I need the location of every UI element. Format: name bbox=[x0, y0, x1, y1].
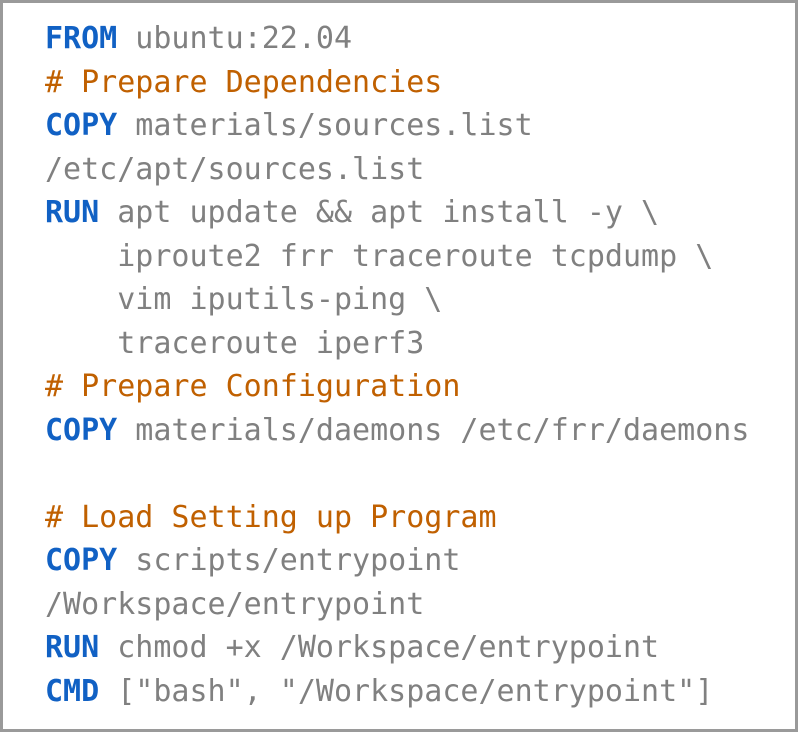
code-line-13: COPY scripts/entrypoint bbox=[45, 539, 795, 583]
dockerfile-keyword: RUN bbox=[45, 630, 100, 665]
code-comment-text: # Load Setting up Program bbox=[45, 499, 497, 535]
code-comment-text: # Prepare Dependencies bbox=[45, 64, 443, 100]
code-argument-text: chmod +x /Workspace/entrypoint bbox=[99, 630, 660, 665]
code-line-6: iproute2 frr traceroute tcpdump \ bbox=[45, 235, 795, 279]
code-line-14: /Workspace/entrypoint bbox=[45, 583, 795, 627]
dockerfile-keyword: RUN bbox=[45, 195, 100, 230]
code-argument-text: materials/daemons /etc/frr/daemons bbox=[117, 412, 750, 448]
code-line-7: vim iputils-ping \ bbox=[45, 278, 795, 322]
code-comment-text: # Prepare Configuration bbox=[45, 369, 461, 404]
dockerfile-keyword: CMD bbox=[45, 673, 100, 709]
code-argument-text: /etc/apt/sources.list bbox=[45, 151, 425, 187]
code-line-2: # Prepare Dependencies bbox=[45, 61, 795, 105]
code-argument-text: traceroute iperf3 bbox=[45, 325, 425, 361]
code-argument-text: scripts/entrypoint bbox=[117, 543, 461, 578]
code-line-11 bbox=[45, 452, 795, 496]
code-line-1: FROM ubuntu:22.04 bbox=[45, 17, 795, 61]
code-argument-text: materials/sources.list bbox=[117, 108, 533, 143]
code-argument-text bbox=[45, 456, 63, 491]
code-argument-text: ubuntu:22.04 bbox=[117, 21, 353, 56]
code-line-12: # Load Setting up Program bbox=[45, 496, 795, 540]
code-argument-text: ["bash", "/Workspace/entrypoint"] bbox=[99, 673, 714, 709]
code-line-16: CMD ["bash", "/Workspace/entrypoint"] bbox=[45, 670, 795, 714]
code-argument-text: iproute2 frr traceroute tcpdump \ bbox=[45, 238, 714, 274]
code-line-10: COPY materials/daemons /etc/frr/daemons bbox=[45, 409, 795, 453]
code-argument-text: apt update && apt install -y \ bbox=[99, 195, 660, 230]
code-line-3: COPY materials/sources.list bbox=[45, 104, 795, 148]
code-line-4: /etc/apt/sources.list bbox=[45, 148, 795, 192]
dockerfile-keyword: COPY bbox=[45, 412, 118, 448]
dockerfile-keyword: FROM bbox=[45, 21, 118, 56]
code-line-5: RUN apt update && apt install -y \ bbox=[45, 191, 795, 235]
code-line-15: RUN chmod +x /Workspace/entrypoint bbox=[45, 626, 795, 670]
code-line-9: # Prepare Configuration bbox=[45, 365, 795, 409]
code-argument-text: /Workspace/entrypoint bbox=[45, 586, 425, 622]
code-argument-text: vim iputils-ping \ bbox=[45, 282, 443, 317]
dockerfile-keyword: COPY bbox=[45, 108, 118, 143]
dockerfile-keyword: COPY bbox=[45, 543, 118, 578]
code-line-8: traceroute iperf3 bbox=[45, 322, 795, 366]
